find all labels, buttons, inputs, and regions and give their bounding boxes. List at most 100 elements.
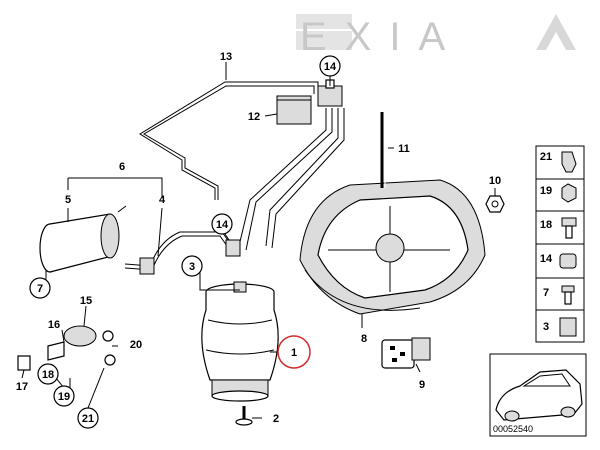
leader-4 — [157, 207, 163, 257]
nut-hole — [491, 200, 499, 208]
callout-19-circle — [53, 385, 75, 407]
logo-text: EXIA — [300, 15, 463, 59]
legend-bolt-shaft-icon — [564, 291, 572, 305]
callout-3: 3 — [189, 261, 195, 273]
air-spring-1 — [201, 281, 279, 402]
spring-fold-2 — [205, 349, 275, 355]
legend-label-1: 19 — [540, 185, 552, 197]
callout-11: 11 — [398, 143, 410, 155]
spring-bellow — [201, 292, 279, 381]
air-line-a — [237, 108, 327, 251]
bushing-20a — [102, 330, 114, 342]
legend-label-4: 7 — [543, 287, 549, 299]
air-line-13-inner — [143, 85, 315, 200]
bolt-head — [235, 418, 253, 426]
callout-20: 20 — [130, 339, 142, 351]
bushing-20b — [104, 354, 116, 366]
stud-11 — [380, 112, 386, 188]
legend-panel: 21 19 18 14 7 3 — [535, 145, 585, 343]
sensor-body — [63, 325, 97, 347]
legend-label-2: 18 — [540, 219, 552, 231]
callout-18: 18 — [42, 369, 54, 381]
diagram-code: 00052540 — [493, 424, 533, 434]
callouts: 13 12 14 11 10 6 5 4 7 14 3 1 2 8 9 15 1… — [16, 51, 501, 429]
leader-15 — [83, 305, 87, 327]
clip-17 — [17, 355, 31, 371]
callout-4: 4 — [159, 194, 166, 206]
callout-1-highlight — [277, 335, 311, 369]
relay-pin-1 — [390, 346, 395, 350]
callout-15: 15 — [80, 295, 92, 307]
callout-7: 7 — [37, 283, 43, 295]
legend-connector-icon — [559, 253, 577, 269]
leader-6 — [68, 177, 163, 198]
relay-body — [381, 339, 415, 369]
air-line-d — [271, 108, 345, 249]
nut-10 — [485, 195, 505, 213]
legend-nut-icon — [561, 183, 577, 203]
relay-pin-2 — [400, 352, 405, 356]
legend-label-5: 3 — [543, 321, 549, 333]
air-line-c — [265, 108, 339, 247]
legend-label-3: 14 — [540, 253, 553, 265]
compressor-housing — [299, 179, 486, 315]
callout-6: 6 — [119, 161, 125, 173]
logo-chevron — [536, 14, 576, 50]
reservoir-fitting — [117, 205, 127, 213]
spring-valve — [233, 281, 247, 293]
callout-19: 19 — [58, 391, 70, 403]
car-wheel-rear — [560, 406, 576, 418]
callout-1: 1 — [291, 347, 297, 359]
car-wheel-front — [504, 410, 520, 422]
spring-fold-1 — [207, 319, 273, 325]
valve-body — [317, 85, 343, 107]
sensor-plate — [47, 341, 65, 361]
callout-14-low-circle — [211, 213, 233, 235]
connector-14 — [225, 239, 241, 257]
reservoir-5 — [39, 205, 127, 273]
module-part — [276, 95, 312, 125]
leader-9 — [415, 363, 421, 373]
leader-21 — [87, 367, 105, 409]
relay-connector — [411, 337, 431, 361]
callout-21-circle — [77, 407, 99, 429]
callout-14-low: 14 — [216, 219, 229, 231]
hose-fitting — [139, 257, 155, 275]
relay-9 — [381, 337, 431, 369]
leader-17 — [21, 369, 25, 379]
legend-screw-head-icon — [561, 217, 577, 227]
leader-12 — [264, 113, 278, 117]
legend-screw-shaft-icon — [565, 225, 573, 239]
callout-7-circle — [29, 277, 51, 299]
legend-bolt-head-icon — [561, 285, 575, 293]
reservoir-cap — [100, 213, 120, 259]
leader-16 — [61, 329, 65, 343]
callout-18-circle — [37, 363, 59, 385]
callout-10: 10 — [489, 175, 501, 187]
relay-pin-3 — [392, 358, 397, 362]
car-window — [522, 373, 571, 387]
housing-hub — [375, 233, 405, 263]
bolt-2 — [235, 406, 253, 426]
spring-base — [211, 390, 269, 402]
leader-3 — [199, 266, 240, 291]
callout-5: 5 — [65, 194, 71, 206]
callout-8: 8 — [361, 333, 367, 345]
legend-label-0: 21 — [540, 151, 552, 163]
legend-bracket-icon — [559, 317, 577, 337]
callout-12: 12 — [248, 111, 260, 123]
watermark-logo: EXIA — [296, 14, 576, 59]
legend-clip-icon — [561, 151, 577, 173]
leader-lines — [21, 62, 496, 419]
leader-14-low — [224, 233, 230, 241]
module-body — [276, 95, 312, 125]
callout-13: 13 — [220, 51, 232, 63]
air-line-b — [245, 108, 333, 251]
callout-9: 9 — [419, 379, 425, 391]
callout-2: 2 — [273, 413, 279, 425]
air-line-13 — [139, 81, 319, 200]
callout-17: 17 — [16, 381, 28, 393]
callout-14-top: 14 — [324, 61, 337, 73]
callout-3-circle — [181, 255, 203, 277]
